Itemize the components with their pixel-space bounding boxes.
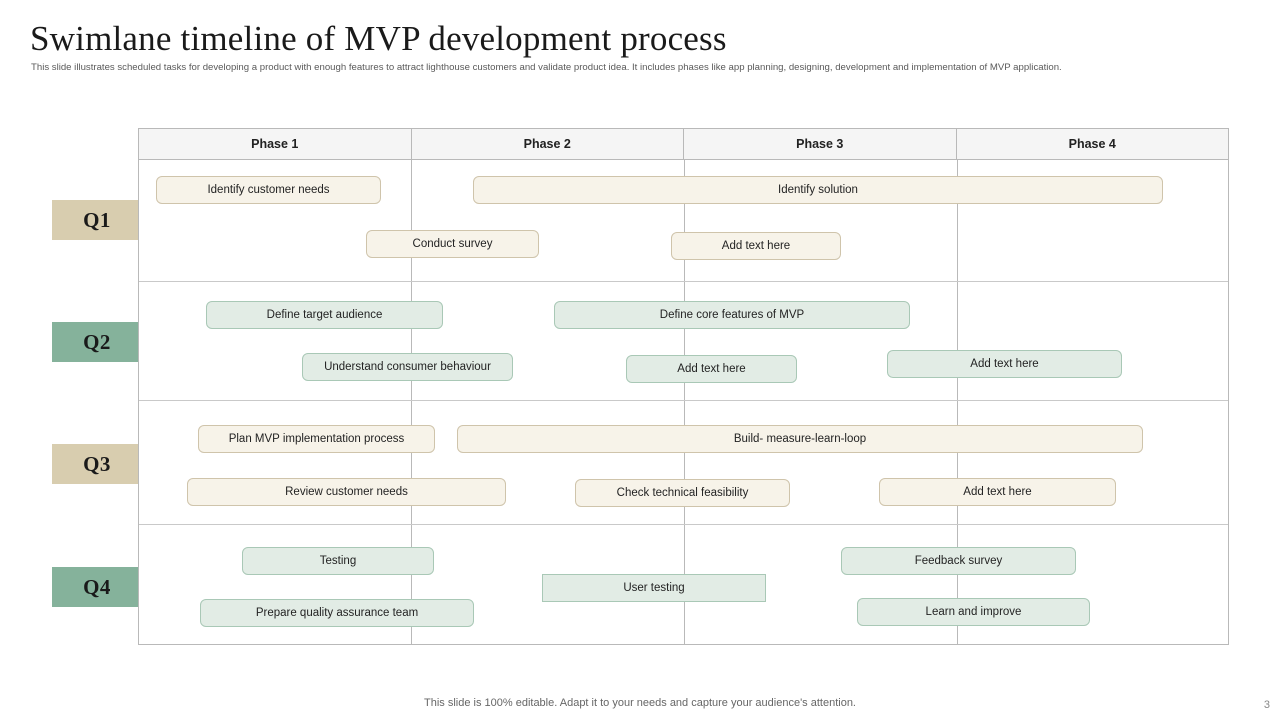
page-subtitle: This slide illustrates scheduled tasks f… — [31, 62, 1062, 73]
task-bar-q2-add-text-here-phase3[interactable]: Add text here — [626, 355, 797, 383]
page-title: Swimlane timeline of MVP development pro… — [30, 19, 727, 58]
task-bar-learn-and-improve[interactable]: Learn and improve — [857, 598, 1090, 626]
swimlane-divider-q1-q2 — [139, 281, 1228, 282]
task-bar-review-customer-needs[interactable]: Review customer needs — [187, 478, 506, 506]
task-bar-q1-add-text-here[interactable]: Add text here — [671, 232, 841, 260]
swimlane-label-q3: Q3 — [52, 444, 142, 484]
swimlane-label-q4: Q4 — [52, 567, 142, 607]
task-bar-check-technical-feasibility[interactable]: Check technical feasibility — [575, 479, 790, 507]
phase-header-row: Phase 1 Phase 2 Phase 3 Phase 4 — [139, 129, 1228, 160]
task-bar-understand-consumer-behaviour[interactable]: Understand consumer behaviour — [302, 353, 513, 381]
phase-header-cell-2: Phase 2 — [412, 129, 684, 159]
task-bar-define-target-audience[interactable]: Define target audience — [206, 301, 443, 329]
column-divider-2 — [684, 160, 685, 644]
phase-3-label: Phase 3 — [796, 137, 844, 151]
task-bar-identify-solution[interactable]: Identify solution — [473, 176, 1163, 204]
task-bar-build-measure-learn-loop[interactable]: Build- measure-learn-loop — [457, 425, 1143, 453]
page-number: 3 — [1263, 699, 1270, 711]
task-bar-prepare-quality-assurance-team[interactable]: Prepare quality assurance team — [200, 599, 474, 627]
swimlane-label-q1: Q1 — [52, 200, 142, 240]
phase-header-cell-3: Phase 3 — [684, 129, 957, 159]
swimlane-divider-q3-q4 — [139, 524, 1228, 525]
task-bar-testing[interactable]: Testing — [242, 547, 434, 575]
task-bar-user-testing[interactable]: User testing — [542, 574, 766, 602]
phase-2-label: Phase 2 — [523, 137, 571, 151]
task-bar-plan-mvp-implementation-process[interactable]: Plan MVP implementation process — [198, 425, 435, 453]
footer-note: This slide is 100% editable. Adapt it to… — [424, 697, 856, 709]
swimlane-label-q3-text: Q3 — [83, 451, 111, 476]
task-bar-q3-add-text-here[interactable]: Add text here — [879, 478, 1116, 506]
column-divider-1 — [411, 160, 412, 644]
phase-1-label: Phase 1 — [251, 137, 299, 151]
phase-header-cell-4: Phase 4 — [957, 129, 1229, 159]
swimlane-label-q2-text: Q2 — [83, 329, 111, 354]
swimlane-label-q2: Q2 — [52, 322, 142, 362]
swimlane-label-q1-text: Q1 — [83, 207, 111, 232]
task-bar-conduct-survey[interactable]: Conduct survey — [366, 230, 539, 258]
column-divider-3 — [957, 160, 958, 644]
swimlane-grid: Phase 1 Phase 2 Phase 3 Phase 4 Identify… — [138, 128, 1229, 645]
task-bar-feedback-survey[interactable]: Feedback survey — [841, 547, 1076, 575]
phase-4-label: Phase 4 — [1068, 137, 1116, 151]
swimlane-divider-q2-q3 — [139, 400, 1228, 401]
task-bar-define-core-features[interactable]: Define core features of MVP — [554, 301, 910, 329]
swimlane-label-q4-text: Q4 — [83, 574, 111, 599]
task-bar-q2-add-text-here-phase4[interactable]: Add text here — [887, 350, 1122, 378]
phase-header-cell-1: Phase 1 — [139, 129, 412, 159]
task-bar-identify-customer-needs[interactable]: Identify customer needs — [156, 176, 381, 204]
